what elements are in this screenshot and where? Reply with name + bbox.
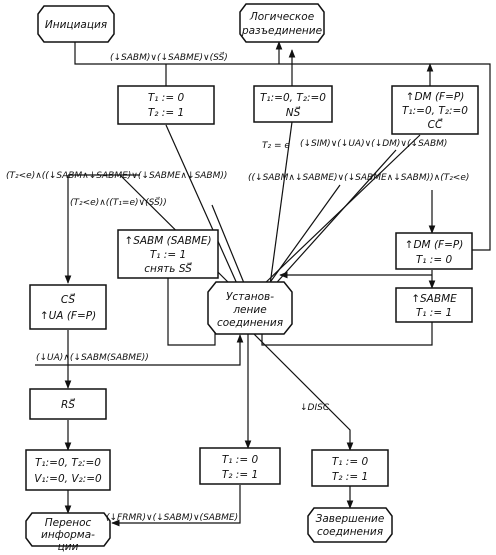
svg-text:информа-: информа- bbox=[41, 529, 95, 541]
svg-text:T₂ := 1: T₂ := 1 bbox=[148, 107, 184, 119]
label-ua-cond: (↓UA)∧(↓SABM(SABME)) bbox=[36, 353, 149, 363]
box-dm-cc: ↑DM (F=P) T₁:=0, T₂:=0 CC⃗ bbox=[391, 85, 479, 135]
svg-text:Логическое: Логическое bbox=[249, 11, 314, 23]
svg-text:T₁ := 0: T₁ := 0 bbox=[222, 454, 259, 466]
box-timers-ns: T₁:=0, T₂:=0 NS⃗ bbox=[253, 85, 333, 123]
edge-establish-to-timers-a bbox=[165, 124, 239, 287]
svg-text:↑DM (F=P): ↑DM (F=P) bbox=[405, 239, 464, 251]
edge-labels: (↓SABM)∨(↓SABME)∨(SS⃗) T₂ = e (↓SIM)∨(↓U… bbox=[6, 51, 469, 523]
edge-timers-b-to-transfer bbox=[111, 485, 241, 527]
label-right-cond: ((↓SABM∧↓SABME)∨(↓SABME∧↓SABM))∧(T₂<e) bbox=[248, 173, 469, 183]
box-cs-ua: CS⃗ ↑UA (F=P) bbox=[29, 284, 107, 330]
svg-text:ление: ление bbox=[232, 304, 266, 316]
svg-text:T₁:=0, T₂:=0: T₁:=0, T₂:=0 bbox=[402, 105, 468, 117]
svg-text:T₁ := 0: T₁ := 0 bbox=[416, 254, 453, 266]
edge-establish-fan-4 bbox=[269, 149, 397, 291]
label-disc-cond: (↓SIM)∨(↓UA)∨(↓DM)∨(↓SABM) bbox=[300, 139, 447, 149]
node-complete: Завершение соединения bbox=[307, 507, 393, 543]
box-timers-c: T₁ := 0 T₂ := 1 bbox=[311, 449, 389, 487]
node-transfer: Перенос информа- ции bbox=[25, 512, 111, 553]
label-disc: ↓DISC bbox=[300, 403, 330, 413]
nodes: Инициация Логическое разъединение Устано… bbox=[25, 3, 479, 553]
svg-text:CC⃗: CC⃗ bbox=[428, 118, 443, 131]
svg-text:CS⃗: CS⃗ bbox=[61, 293, 76, 306]
box-sabme: ↑SABME T₁ := 1 bbox=[395, 287, 473, 323]
edge-establish-fan-3 bbox=[265, 184, 341, 289]
svg-text:↑SABM (SABME): ↑SABM (SABME) bbox=[124, 235, 211, 247]
svg-text:T₁:=0, T₂:=0: T₁:=0, T₂:=0 bbox=[260, 92, 326, 104]
box-sabm: ↑SABM (SABME) T₁ := 1 снять SS⃗ bbox=[117, 229, 219, 279]
svg-text:T₁ := 0: T₁ := 0 bbox=[148, 92, 185, 104]
edge-establish-fan-2 bbox=[211, 204, 247, 289]
svg-text:NS⃗: NS⃗ bbox=[286, 106, 301, 119]
box-timers-a: T₁ := 0 T₂ := 1 bbox=[117, 85, 215, 125]
svg-text:Перенос: Перенос bbox=[45, 517, 92, 529]
svg-text:разъединение: разъединение bbox=[241, 25, 322, 37]
svg-text:T₁ := 0: T₁ := 0 bbox=[332, 456, 369, 468]
svg-text:T₂ := 1: T₂ := 1 bbox=[222, 469, 258, 481]
edge-ua-to-establish bbox=[35, 334, 244, 366]
svg-text:Инициация: Инициация bbox=[45, 19, 107, 31]
label-bottom: (↓FRMR)∨(↓SABM)∨(SABME) bbox=[106, 513, 238, 523]
label-top: (↓SABM)∨(↓SABME)∨(SS⃗) bbox=[110, 51, 228, 63]
svg-text:T₁ := 1: T₁ := 1 bbox=[416, 307, 452, 319]
label-t2e: T₂ = e bbox=[262, 141, 290, 151]
svg-text:Завершение: Завершение bbox=[316, 513, 385, 525]
label-left-cond: (T₂<e)∧((↓SABM∧↓SABME)∨(↓SABME∧↓SABM)) bbox=[6, 171, 227, 181]
edge-sabme-to-establish bbox=[261, 320, 433, 346]
edges bbox=[35, 40, 491, 527]
box-timers-b: T₁ := 0 T₂ := 1 bbox=[199, 447, 281, 485]
box-timers-v: T₁:=0, T₂:=0 V₁:=0, V₂:=0 bbox=[25, 449, 111, 491]
edge-establish-to-disc bbox=[253, 333, 354, 451]
edge-establish-to-ns bbox=[269, 121, 293, 286]
box-rs: RS⃗ bbox=[29, 388, 107, 420]
svg-text:RS⃗: RS⃗ bbox=[61, 398, 75, 411]
svg-text:↑UA (F=P): ↑UA (F=P) bbox=[40, 310, 96, 322]
svg-text:↑SABME: ↑SABME bbox=[411, 293, 457, 305]
svg-text:T₁ := 1: T₁ := 1 bbox=[150, 249, 186, 261]
box-dm-f: ↑DM (F=P) T₁ := 0 bbox=[395, 232, 473, 270]
node-logical-disconnect: Логическое разъединение bbox=[239, 3, 325, 43]
svg-text:ции: ции bbox=[58, 541, 79, 553]
svg-text:T₁:=0, T₂:=0: T₁:=0, T₂:=0 bbox=[35, 457, 101, 469]
node-init: Инициация bbox=[37, 5, 115, 43]
label-mid-cond: (T₂<e)∧((T₁=e)∨(SS⃗)) bbox=[70, 196, 167, 208]
node-establish: Установ- ление соединения bbox=[207, 281, 293, 335]
svg-text:Установ-: Установ- bbox=[226, 291, 274, 303]
svg-text:соединения: соединения bbox=[317, 526, 383, 538]
svg-text:↑DM (F=P): ↑DM (F=P) bbox=[406, 91, 465, 103]
svg-text:соединения: соединения bbox=[217, 317, 283, 329]
svg-text:V₁:=0, V₂:=0: V₁:=0, V₂:=0 bbox=[34, 473, 102, 485]
svg-text:снять SS⃗: снять SS⃗ bbox=[144, 262, 192, 275]
svg-text:T₂ := 1: T₂ := 1 bbox=[332, 471, 368, 483]
